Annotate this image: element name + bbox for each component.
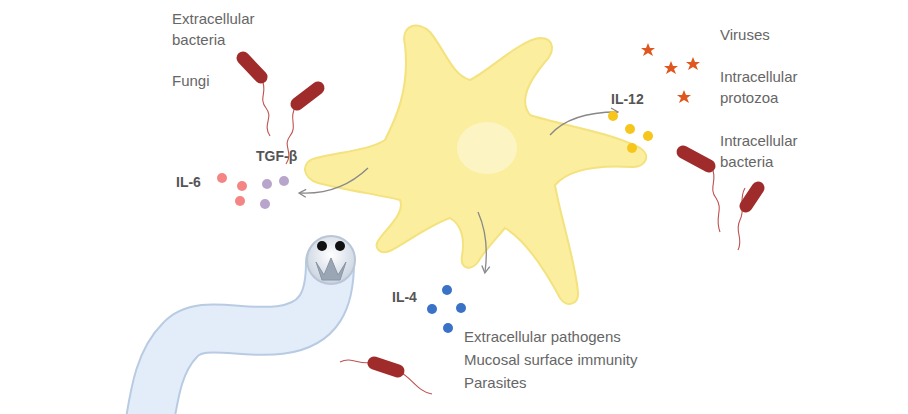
pathogen-label: Intracellular protozoa [720, 66, 830, 108]
tgf-beta-dots [260, 176, 289, 209]
pathogen-label: Viruses [720, 24, 770, 45]
il12-dots [608, 111, 653, 153]
dendritic-cell [305, 26, 646, 304]
pathogen-label: Fungi [172, 70, 210, 91]
cytokine-label: IL-12 [611, 89, 644, 110]
cytokine-label: TGF-β [256, 146, 297, 167]
pathogen-label: Extracellular pathogens [464, 326, 621, 347]
cytokine-label: IL-4 [392, 287, 417, 308]
il4-dots [427, 285, 466, 333]
pathogen-label: Intracellular bacteria [720, 130, 830, 172]
bacteria [243, 58, 758, 394]
secretion-arrow [550, 112, 617, 135]
pathogen-label: Mucosal surface immunity [464, 349, 637, 370]
virus-particles [641, 43, 700, 103]
pathogen-label: Parasites [464, 372, 527, 393]
pathogen-label: Extracellular bacteria [172, 8, 287, 50]
parasite-worm [150, 236, 355, 414]
il6-dots [217, 173, 247, 206]
cytokine-label: IL-6 [176, 172, 201, 193]
secretion-arrow [300, 168, 368, 193]
secretion-arrow [478, 212, 486, 272]
